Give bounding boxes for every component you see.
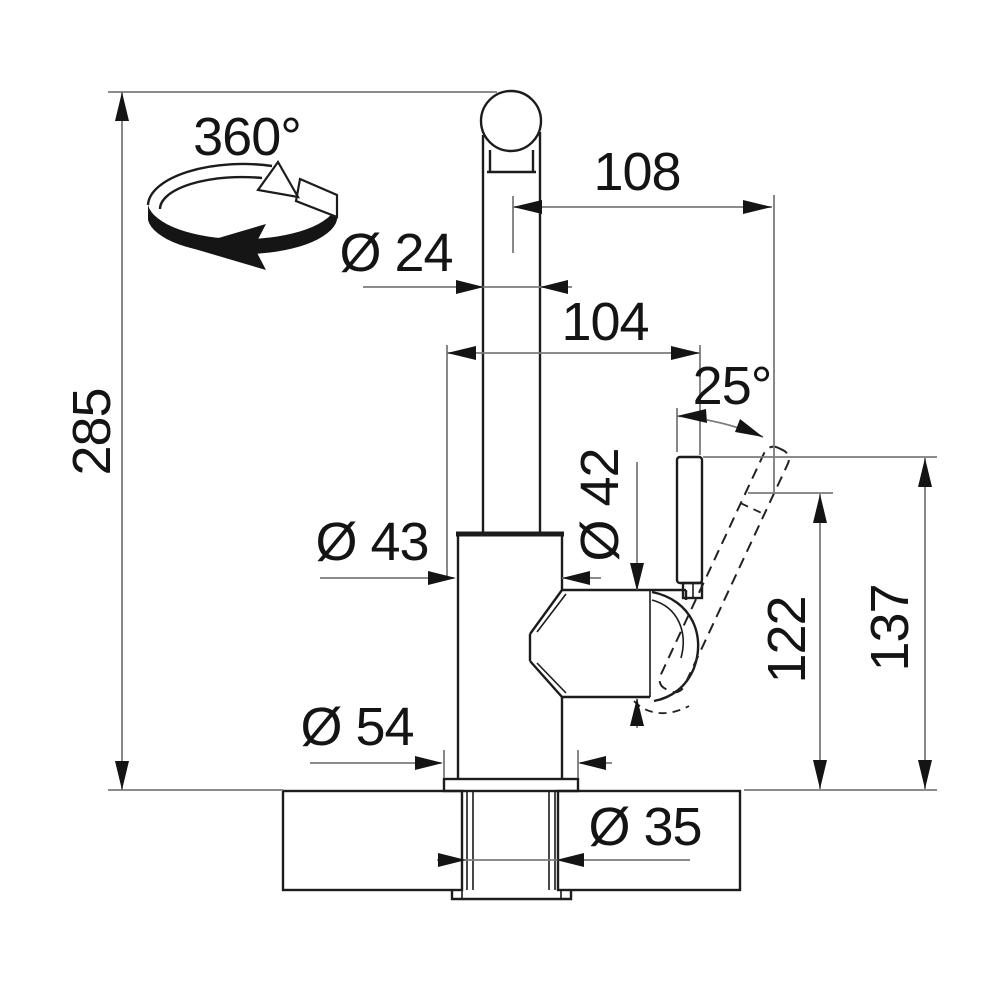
rotation-360-icon [146, 159, 339, 270]
label-handle-height: 122 [757, 596, 817, 683]
fixing-washer [450, 890, 573, 901]
label-body-depth: 104 [561, 292, 648, 352]
label-mounting-hole-diameter: Ø 35 [588, 797, 701, 857]
label-spout-tube-diameter: Ø 24 [339, 223, 452, 283]
washer-ticks [461, 890, 562, 899]
swivel-arrowhead-outline [256, 159, 301, 199]
dimension-lines [108, 91, 937, 867]
label-swivel-angle: 360° [193, 107, 301, 167]
dimension-labels: 285 108 Ø 24 104 25° Ø 43 Ø 42 Ø 54 Ø 35… [62, 107, 920, 857]
label-handle-tilt-angle: 25° [693, 356, 772, 416]
base-flange [442, 777, 580, 793]
label-spout-reach: 108 [593, 142, 680, 202]
swivel-arrowhead-black [188, 224, 266, 270]
label-body-diameter: Ø 43 [315, 512, 428, 572]
faucet-outline [442, 89, 790, 793]
spout-pipe [481, 132, 542, 532]
housing-mask [530, 590, 686, 697]
countertop-right [556, 789, 742, 892]
cartridge-housing [528, 588, 688, 699]
handle-tilted-base-dashed [633, 700, 690, 715]
spout-head-circle [479, 89, 543, 153]
handle-base-inner [651, 599, 684, 659]
housing-detail-lines [536, 590, 651, 697]
band-end-face [294, 177, 339, 219]
handle-lever [675, 455, 704, 585]
aerator-bracket [488, 150, 535, 172]
label-backdrop [573, 798, 719, 856]
handle-tilted-dashed [658, 445, 790, 694]
label-overall-height: 285 [62, 388, 122, 475]
countertop-left [281, 789, 464, 892]
label-cartridge-diameter: Ø 42 [570, 448, 630, 561]
countertop-section [281, 789, 742, 901]
label-base-diameter: Ø 54 [300, 697, 413, 757]
label-handle-max-height: 137 [860, 584, 920, 671]
threaded-shank [466, 791, 556, 890]
